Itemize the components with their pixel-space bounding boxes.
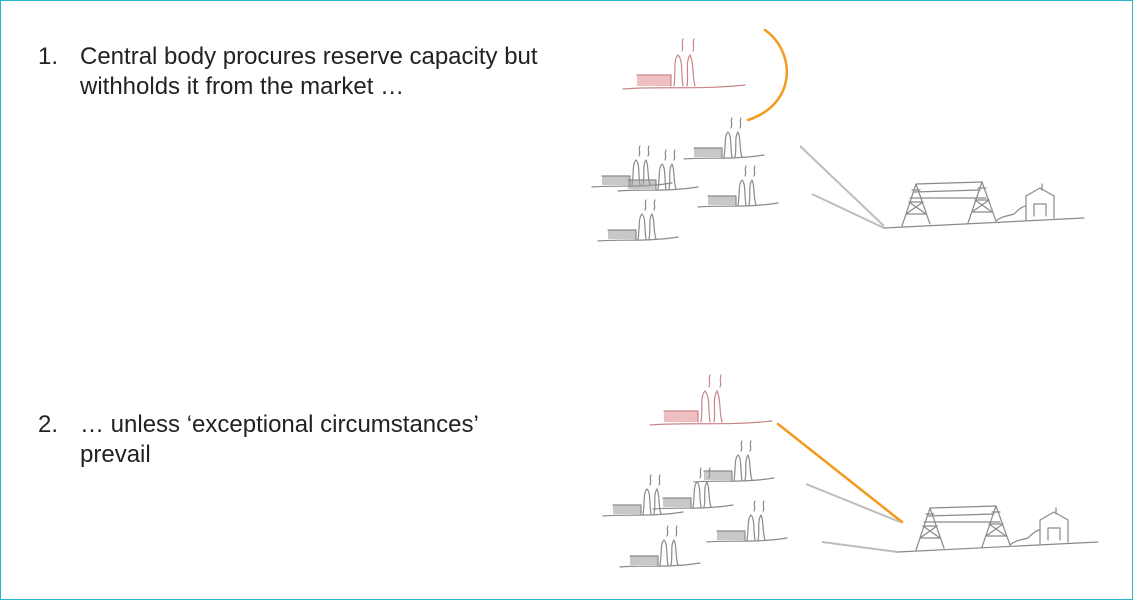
list-item-text: Central body procures reserve capacity b… [80,43,538,100]
list-item-1: 1. Central body procures reserve capacit… [38,42,550,102]
connection-line [799,145,885,227]
list-item-text: … unless ‘exceptional circumstances’ pre… [80,411,478,468]
grid-and-house-1 [883,181,1085,229]
connection-line [805,483,901,523]
list-item-number: 1. [38,43,59,70]
connection-line [811,193,885,229]
market-plants-1 [591,117,779,242]
withhold-arc [746,28,788,122]
reserve-plant-withheld [622,28,788,122]
market-plants-2 [602,440,788,568]
power-system-illustrations [591,28,1099,568]
grid-and-house-2 [897,505,1099,553]
released-connection-line [776,422,904,524]
list-item-number: 2. [38,411,59,438]
connection-line [821,541,899,553]
list-item-2: 2. … unless ‘exceptional circumstances’ … [38,410,550,470]
reserve-plant-released [649,374,773,426]
